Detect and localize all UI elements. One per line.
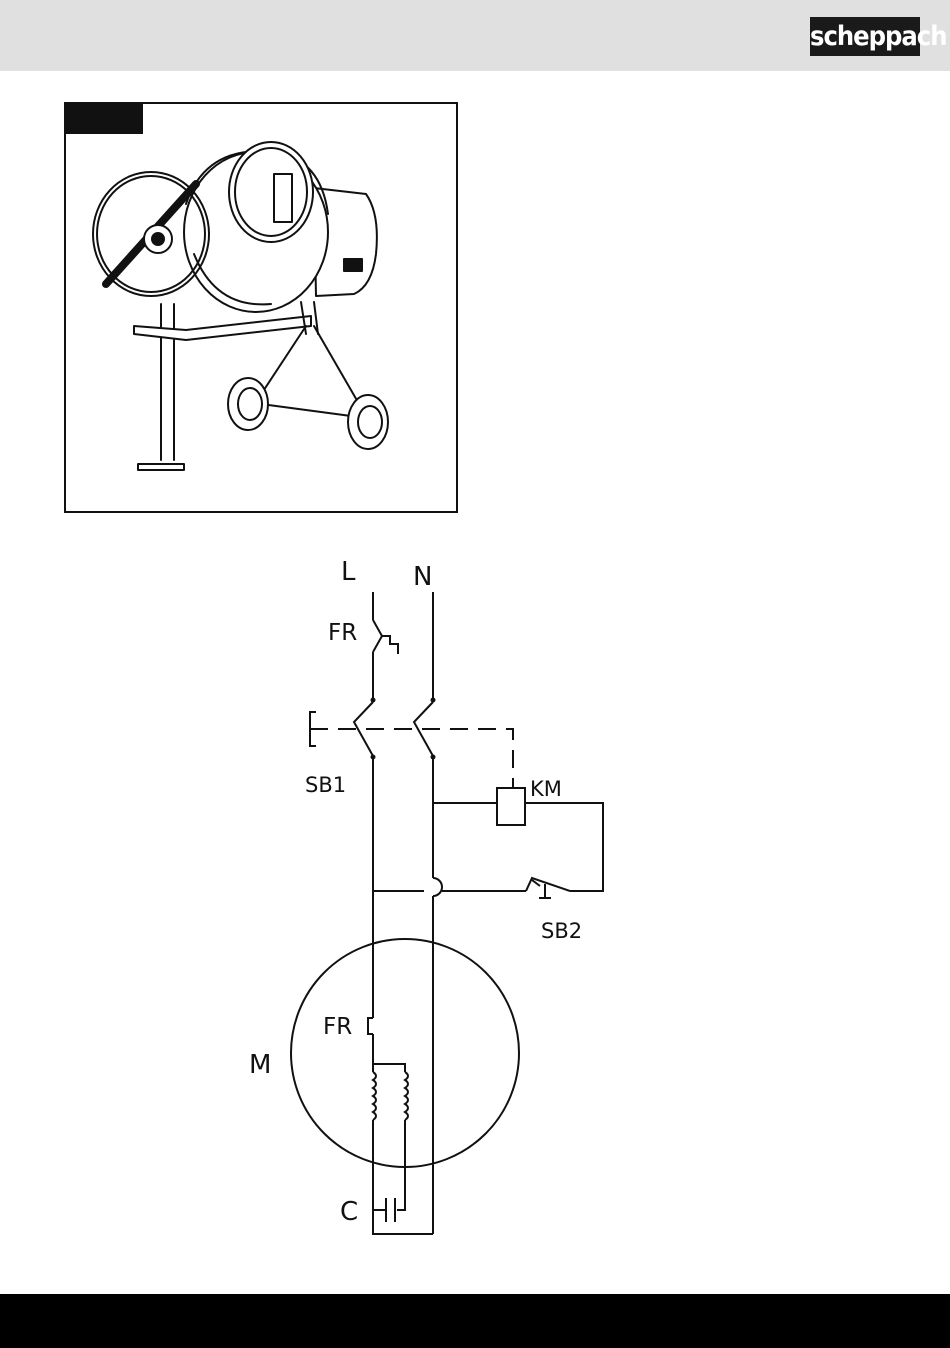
footer-bar (0, 1294, 950, 1348)
label-sb1: SB1 (305, 773, 346, 797)
label-fr-motor: FR (323, 1014, 352, 1040)
label-sb2: SB2 (541, 919, 582, 943)
label-l: L (341, 557, 356, 587)
label-m: M (249, 1050, 271, 1080)
label-fr-top: FR (328, 620, 357, 646)
label-km: KM (530, 777, 562, 801)
label-n: N (413, 562, 432, 592)
label-c: C (340, 1197, 358, 1227)
